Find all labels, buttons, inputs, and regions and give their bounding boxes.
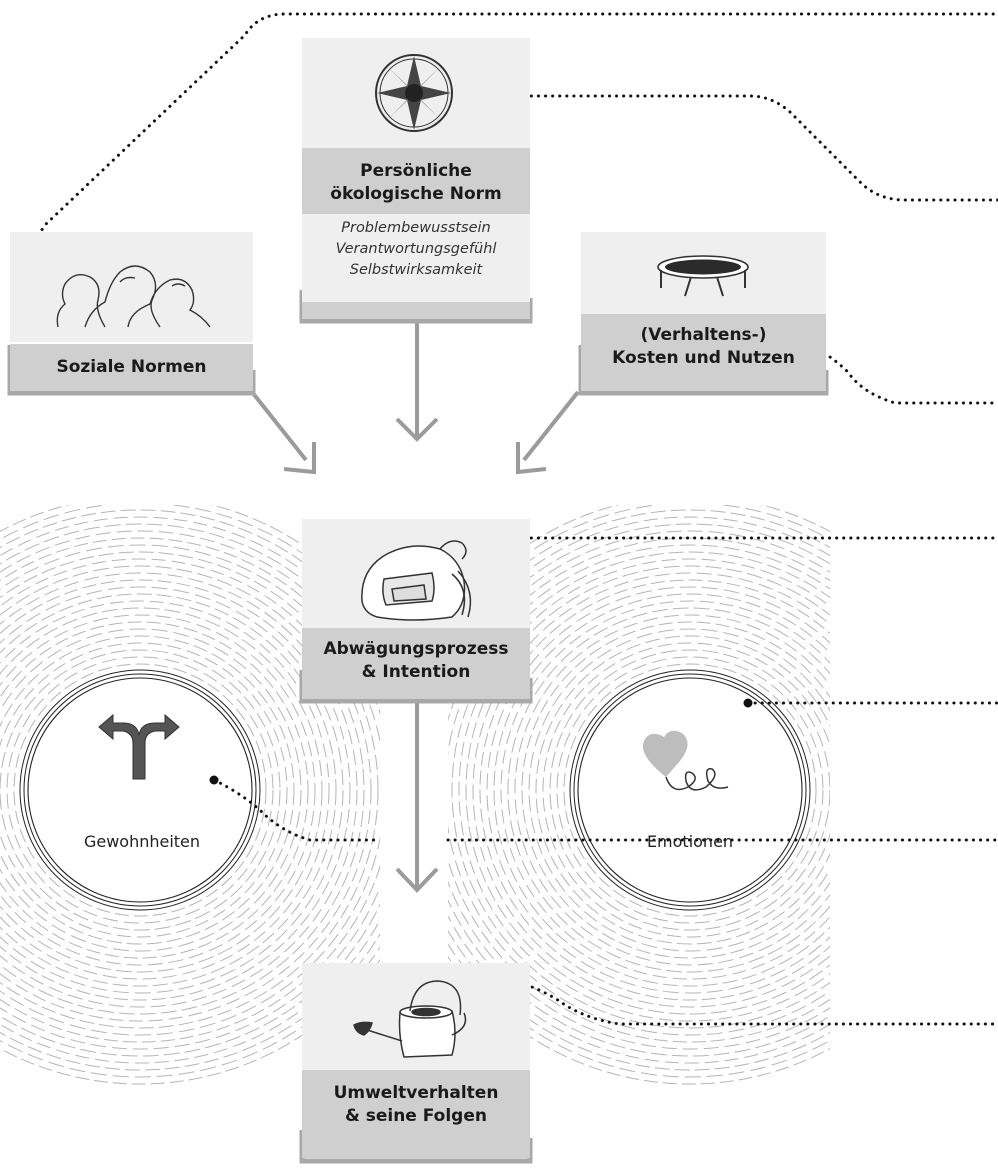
rings-right-ring <box>556 656 824 924</box>
rings-left-ring <box>0 593 337 987</box>
leader-behaviour <box>510 978 998 1026</box>
rings-left-ring <box>0 572 358 1008</box>
soziale-normen-label-panel: Soziale Normen <box>10 344 253 391</box>
rings-left-ring <box>13 663 267 917</box>
rings-right-ring <box>448 516 830 1064</box>
rings-left-ring <box>0 635 295 945</box>
rings-left-ring <box>6 656 274 924</box>
compass-rose-icon <box>375 54 453 132</box>
trampoline-icon <box>657 255 749 297</box>
kosten-nutzen-title-line2: Kosten und Nutzen <box>612 348 795 368</box>
rings-right-ring <box>549 649 830 931</box>
leader-cost-benefit <box>810 344 998 405</box>
arrow-cost-benefit-head <box>516 442 547 475</box>
persoenliche-norm-subtitle-box: Problembewusstsein Verantwortungsgefühl … <box>302 214 530 302</box>
umweltverhalten-title-line2: & seine Folgen <box>344 1106 487 1126</box>
rings-right-ring <box>528 628 830 952</box>
rings-left-ring <box>0 586 344 994</box>
habit-circle <box>19 669 261 911</box>
emotionen-label: Emotionen <box>646 832 734 851</box>
rings-right-ring <box>563 663 817 917</box>
abwaegung-title-line1: Abwägungsprozess <box>323 639 509 659</box>
arrow-social-norms <box>250 390 308 462</box>
persoenliche-norm-label-panel: Persönliche ökologische Norm Problembewu… <box>302 148 530 319</box>
rings-left-ring <box>0 614 316 966</box>
umweltverhalten-label-panel: Umweltverhalten & seine Folgen <box>302 1070 530 1158</box>
rings-right-ring <box>535 635 830 945</box>
backpack-icon <box>361 540 472 621</box>
persoenliche-norm-icon-panel <box>302 38 530 148</box>
rings-left-ring <box>0 505 380 1085</box>
rings-right-ring <box>486 586 830 994</box>
rings-left-ring <box>0 600 330 980</box>
rings-right-ring <box>521 621 830 959</box>
rings-left-ring <box>0 530 380 1050</box>
persoenliche-norm-title-line1: Persönliche <box>360 161 472 181</box>
gewohnheiten-label: Gewohnheiten <box>83 832 201 851</box>
leader-personal-norm <box>508 94 998 202</box>
rings-left-ring <box>0 642 288 938</box>
rings-left-ring <box>0 537 380 1043</box>
rings-left-ring <box>0 628 302 952</box>
rings-right-ring <box>448 537 830 1043</box>
rings-left-ring <box>0 505 380 1078</box>
rings-right-ring <box>514 614 830 966</box>
persoenliche-norm-sub1: Problembewusstsein <box>341 220 491 236</box>
rings-left-ring <box>0 621 309 959</box>
rings-right-ring <box>448 505 830 1085</box>
kosten-nutzen-icon-panel <box>581 232 826 314</box>
persoenliche-norm-sub3: Selbstwirksamkeit <box>349 262 483 278</box>
arrow-social-norms-head <box>283 442 316 475</box>
rings-left-ring <box>0 523 380 1057</box>
watering-can-icon <box>353 980 467 1058</box>
abwaegung-title-line2: & Intention <box>361 662 471 682</box>
rings-right-ring <box>479 579 830 1001</box>
emotion-circle <box>569 669 811 911</box>
abwaegung-label-panel: Abwägungsprozess & Intention <box>302 628 530 699</box>
rings-left-ring <box>0 607 323 973</box>
arrow-cost-benefit <box>522 390 580 462</box>
rings-right-ring <box>542 642 830 938</box>
abwaegung-icon-panel <box>302 519 530 629</box>
arrow-personal-norm-head <box>395 417 439 442</box>
rings-right-ring <box>448 530 830 1050</box>
arrow-intention-head <box>395 867 439 893</box>
rings-right-ring <box>493 593 830 987</box>
rings-right-ring <box>451 551 830 1029</box>
rings-left-ring <box>0 565 365 1015</box>
rings-right-ring <box>448 544 830 1036</box>
rings-left-ring <box>0 551 379 1029</box>
rings-right-ring <box>458 558 830 1022</box>
rings-left-ring <box>0 516 380 1064</box>
leader-dot-habits <box>209 775 219 785</box>
soziale-normen-icon-panel <box>10 232 253 342</box>
leader-habits <box>212 778 378 842</box>
umweltverhalten-icon-box <box>302 963 530 1071</box>
rings-left-ring <box>0 579 351 1001</box>
rings-left-ring <box>0 544 380 1036</box>
persoenliche-norm-title-line2: ökologische Norm <box>330 184 502 204</box>
rings-right-ring <box>448 523 830 1057</box>
umweltverhalten-title-line1: Umweltverhalten <box>333 1083 499 1103</box>
rings-left-ring <box>0 558 372 1022</box>
leader-dot-emotions <box>743 698 753 708</box>
soziale-normen-title: Soziale Normen <box>56 357 207 377</box>
emotion-ripple-rings <box>448 505 830 1085</box>
persoenliche-norm-sub2: Verantwortungsgefühl <box>335 241 497 257</box>
rings-right-ring <box>448 505 830 1078</box>
rings-right-ring <box>507 607 830 973</box>
heart-balloon-icon <box>642 730 729 791</box>
rings-right-ring <box>465 565 830 1015</box>
habit-ripple-rings <box>0 505 380 1085</box>
rings-left-ring <box>0 649 281 931</box>
fork-road-arrow-icon <box>98 713 180 780</box>
rings-right-ring <box>472 572 830 1008</box>
rings-right-ring <box>500 600 830 980</box>
kosten-nutzen-label-panel: (Verhaltens-) Kosten und Nutzen <box>581 314 826 391</box>
people-group-icon <box>56 265 211 328</box>
kosten-nutzen-title-line1: (Verhaltens-) <box>640 325 767 345</box>
